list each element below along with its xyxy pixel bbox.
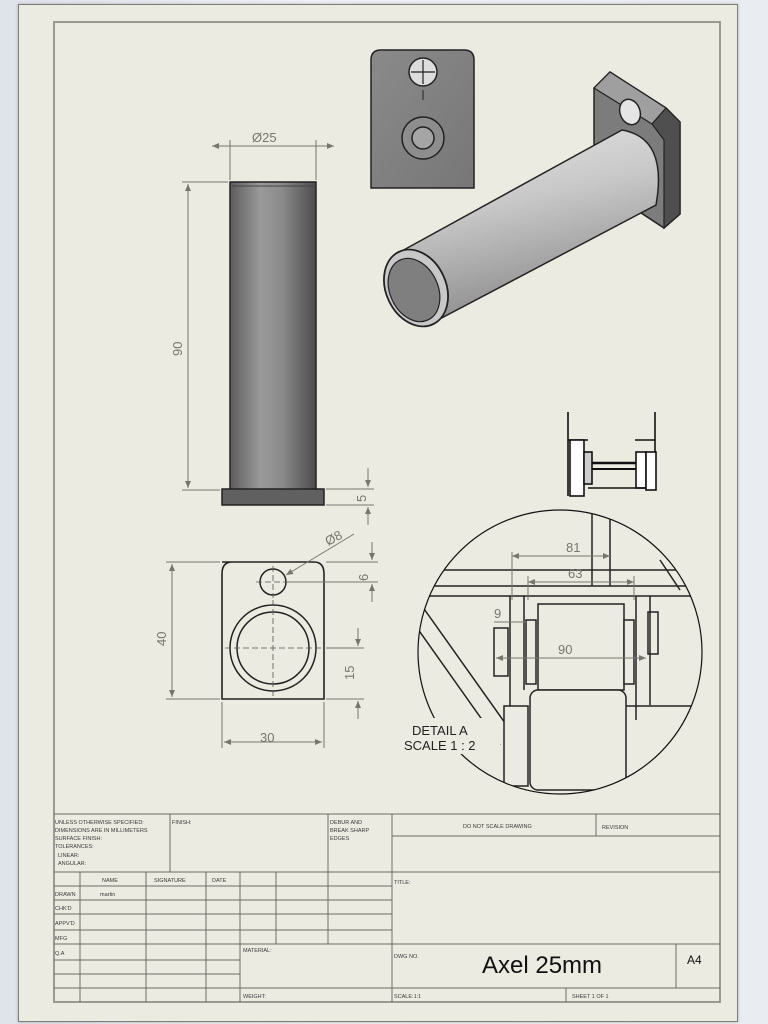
row-chkd: CHK'D — [55, 906, 72, 912]
detail-dim-81: 81 — [566, 540, 580, 555]
tol-line-4: LINEAR: — [58, 853, 80, 859]
detail-dim-9: 9 — [494, 606, 501, 621]
detail-view: 81 63 9 90 DETAIL A SCALE 1 : 2 — [404, 509, 703, 795]
title-label: TITLE: — [394, 880, 411, 886]
detail-scale: SCALE 1 : 2 — [404, 738, 476, 753]
drawing-title: Axel 25mm — [482, 952, 602, 979]
tol-line-3: TOLERANCES: — [55, 844, 94, 850]
dim-plate-width: 30 — [260, 730, 274, 745]
row-appvd: APPV'D — [55, 921, 75, 927]
tol-line-0: UNLESS OTHERWISE SPECIFIED: — [55, 820, 144, 826]
col-signature: SIGNATURE — [154, 878, 186, 884]
weight-label: WEIGHT: — [243, 994, 266, 1000]
material-label: MATERIAL: — [243, 948, 272, 954]
detail-dim-90: 90 — [558, 642, 572, 657]
dwg-no-label: DWG NO. — [394, 954, 419, 960]
tol-line-1: DIMENSIONS ARE IN MILLIMETERS — [55, 828, 148, 834]
row-drawn: DRAWN — [55, 892, 76, 898]
detail-label: DETAIL A — [412, 723, 468, 738]
dim-plate-height: 40 — [154, 632, 169, 646]
col-date: DATE — [212, 878, 227, 884]
tol-line-5: ANGULAR: — [58, 861, 87, 867]
inner-border — [53, 21, 721, 1003]
dim-hole-offset: 6 — [356, 574, 371, 581]
drawn-name: martin — [100, 892, 115, 898]
tol-line-2: SURFACE FINISH: — [55, 836, 103, 842]
row-mfg: MFG — [55, 936, 67, 942]
dim-flange-thickness: 5 — [354, 495, 369, 502]
do-not-scale: DO NOT SCALE DRAWING — [463, 824, 532, 830]
top-view — [370, 49, 475, 189]
deburr-line-2: EDGES — [330, 836, 350, 842]
title-block: UNLESS OTHERWISE SPECIFIED: DIMENSIONS A… — [54, 813, 720, 1002]
dim-shaft-center-offset: 15 — [342, 666, 357, 680]
scale-label: SCALE:1:1 — [394, 994, 421, 1000]
dim-length-shaft: 90 — [170, 342, 185, 356]
front-view: Ø25 90 5 — [170, 130, 374, 525]
sheet-size: A4 — [687, 953, 702, 967]
deburr-line-0: DEBUR AND — [330, 820, 362, 826]
section-view — [567, 412, 657, 497]
dim-diameter-shaft: Ø25 — [252, 130, 277, 145]
isometric-view — [383, 71, 681, 328]
col-name: NAME — [102, 878, 118, 884]
finish-label: FINISH: — [172, 820, 192, 826]
dim-diameter-hole: Ø8 — [322, 527, 344, 548]
revision-label: REVISION — [602, 825, 628, 831]
window-title-fragment: · · · · · — [360, 0, 417, 6]
detail-dim-63: 63 — [568, 566, 582, 581]
side-view: 40 30 6 15 Ø8 — [154, 527, 378, 748]
sheet-label: SHEET 1 OF 1 — [572, 994, 609, 1000]
detail-boundary — [417, 509, 703, 795]
deburr-line-1: BREAK SHARP — [330, 828, 369, 834]
row-qa: Q.A — [55, 951, 65, 957]
